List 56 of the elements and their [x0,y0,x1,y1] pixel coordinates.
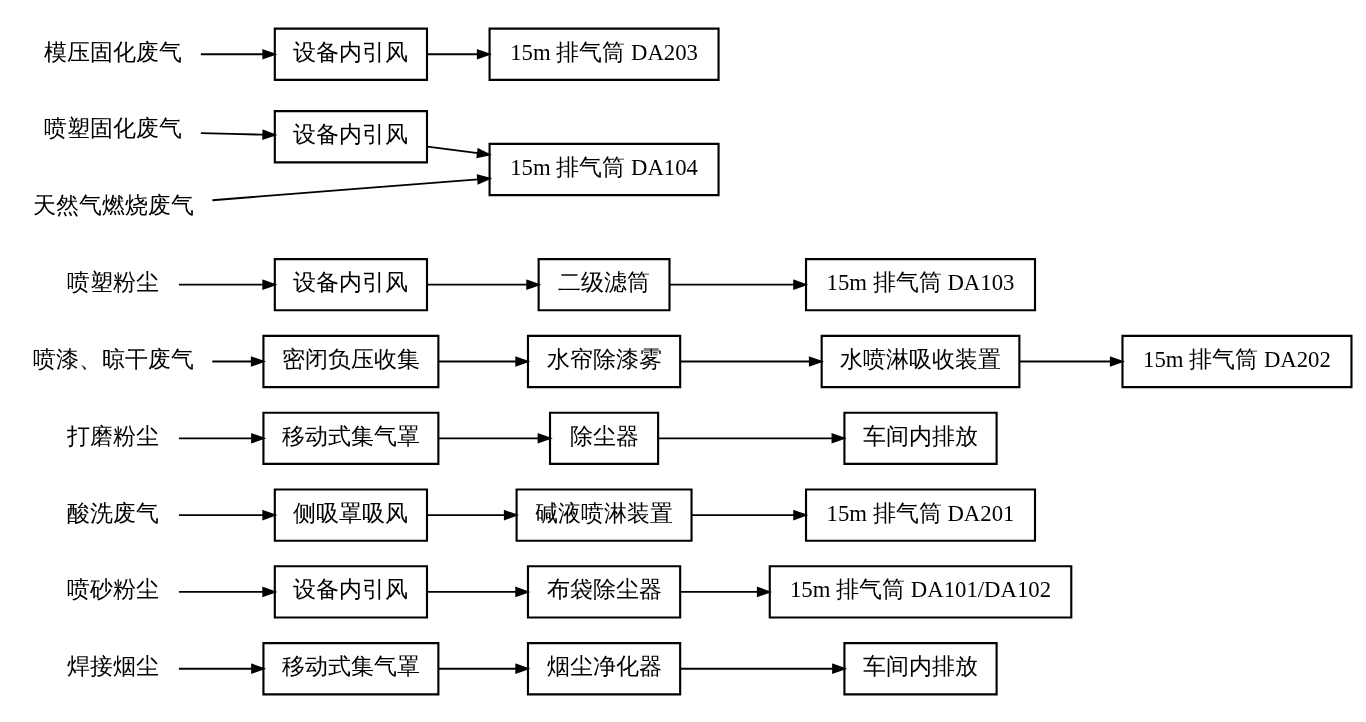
node-box: 碱液喷淋装置 [515,487,693,542]
node-box: 移动式集气罩 [262,641,440,695]
node-box: 二级滤筒 [537,257,671,311]
arrow [426,278,542,290]
arrow [657,432,847,444]
node-box: 密闭负压收集 [262,334,440,388]
node-text: 酸洗废气 [67,500,160,526]
node-box: 水帘除漆雾 [526,334,682,388]
node-text: 天然气燃烧废气 [32,192,194,218]
arrow [437,662,531,674]
node-box: 车间内排放 [843,641,998,695]
node-box: 15m 排气筒 DA203 [488,27,720,81]
arrow [1018,355,1125,367]
node-text: 焊接烟尘 [67,653,160,679]
node-box: 15m 排气筒 DA103 [804,257,1037,311]
node-box: 15m 排气筒 DA201 [804,487,1037,542]
node-box: 水喷淋吸收装置 [820,334,1021,388]
node-box: 烟尘净化器 [526,641,682,695]
arrow [426,586,531,597]
node-box: 侧吸罩吸风 [273,487,429,542]
node-box: 设备内引风 [273,564,429,619]
arrow [426,509,519,520]
arrow [199,128,278,140]
node-text: 模压固化废气 [44,39,183,65]
arrow [178,586,278,597]
arrow [679,586,772,597]
node-text: 喷砂粉尘 [67,576,160,602]
arrow [679,355,824,367]
node-box: 移动式集气罩 [262,411,440,465]
arrow [211,355,266,367]
arrow [178,432,267,444]
node-box: 15m 排气筒 DA202 [1121,334,1353,388]
node-box: 15m 排气筒 DA101/DA102 [768,564,1073,619]
arrow [437,432,553,444]
arrow [199,48,278,60]
node-text: 喷塑固化废气 [44,116,183,141]
node-box: 15m 排气筒 DA104 [488,142,720,196]
node-box: 设备内引风 [273,257,429,311]
node-text: 喷漆、晾干废气 [32,346,194,372]
arrow [178,662,267,674]
arrow [679,662,848,674]
node-text: 打磨粉尘 [67,423,160,449]
arrow [426,48,492,60]
arrow [437,355,531,367]
node-text: 喷塑粉尘 [67,269,160,295]
arrow [690,509,809,520]
arrow [668,278,809,290]
arrow [211,173,493,201]
node-box: 设备内引风 [273,27,429,81]
arrow [178,509,278,520]
arrow [178,278,278,290]
node-box: 设备内引风 [273,109,429,163]
node-box: 除尘器 [548,411,660,465]
node-box: 车间内排放 [843,411,998,465]
node-box: 布袋除尘器 [526,564,682,619]
arrow [426,145,492,158]
